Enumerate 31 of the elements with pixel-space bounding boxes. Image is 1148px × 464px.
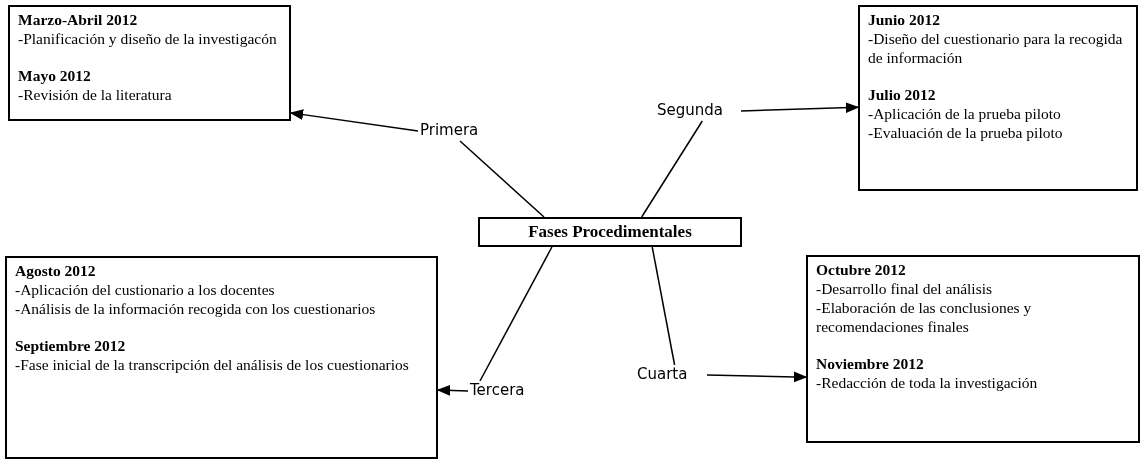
arrow — [740, 102, 860, 114]
connector-line — [459, 140, 545, 218]
task-text: -Aplicación de la prueba piloto — [868, 104, 1062, 124]
central-box: Fases Procedimentales — [478, 217, 742, 247]
connector-line — [651, 246, 676, 366]
date-heading: Noviembre 2012 — [816, 354, 925, 374]
date-heading: Octubre 2012 — [816, 260, 907, 280]
arrow — [706, 371, 808, 383]
task-text: -Fase inicial de la transcripción del análisis de los cuestionarios — [15, 355, 410, 375]
connector-line — [479, 246, 553, 382]
task-text: -Elaboración de las conclusiones y recomendaciones finales — [816, 298, 1033, 337]
task-text: -Análisis de la información recogida con los cuestionarios — [15, 299, 377, 319]
task-text: -Evaluación de la prueba piloto — [868, 123, 1064, 143]
task-text: -Revisión de la literatura — [18, 85, 173, 105]
date-heading: Julio 2012 — [868, 85, 937, 105]
task-text: -Diseño del cuestionario para la recogida de información — [868, 29, 1124, 68]
schedule-box — [806, 255, 1140, 443]
schedule-box — [8, 5, 291, 121]
schedule-box — [858, 5, 1138, 191]
task-text: -Redacción de toda la investigación — [816, 373, 1039, 393]
task-text: -Planificación y diseño de la investigacón — [18, 29, 278, 49]
date-heading: Septiembre 2012 — [15, 336, 127, 356]
date-heading: Mayo 2012 — [18, 66, 92, 86]
connector-line — [640, 120, 704, 218]
date-heading: Marzo-Abril 2012 — [18, 10, 139, 30]
date-heading: Agosto 2012 — [15, 261, 97, 281]
date-heading: Junio 2012 — [868, 10, 941, 30]
task-text: -Aplicación del custionario a los docentes — [15, 280, 276, 300]
task-text: -Desarrollo final del análisis — [816, 279, 994, 299]
phase-label: Segunda — [655, 101, 725, 119]
schedule-box — [5, 256, 438, 459]
